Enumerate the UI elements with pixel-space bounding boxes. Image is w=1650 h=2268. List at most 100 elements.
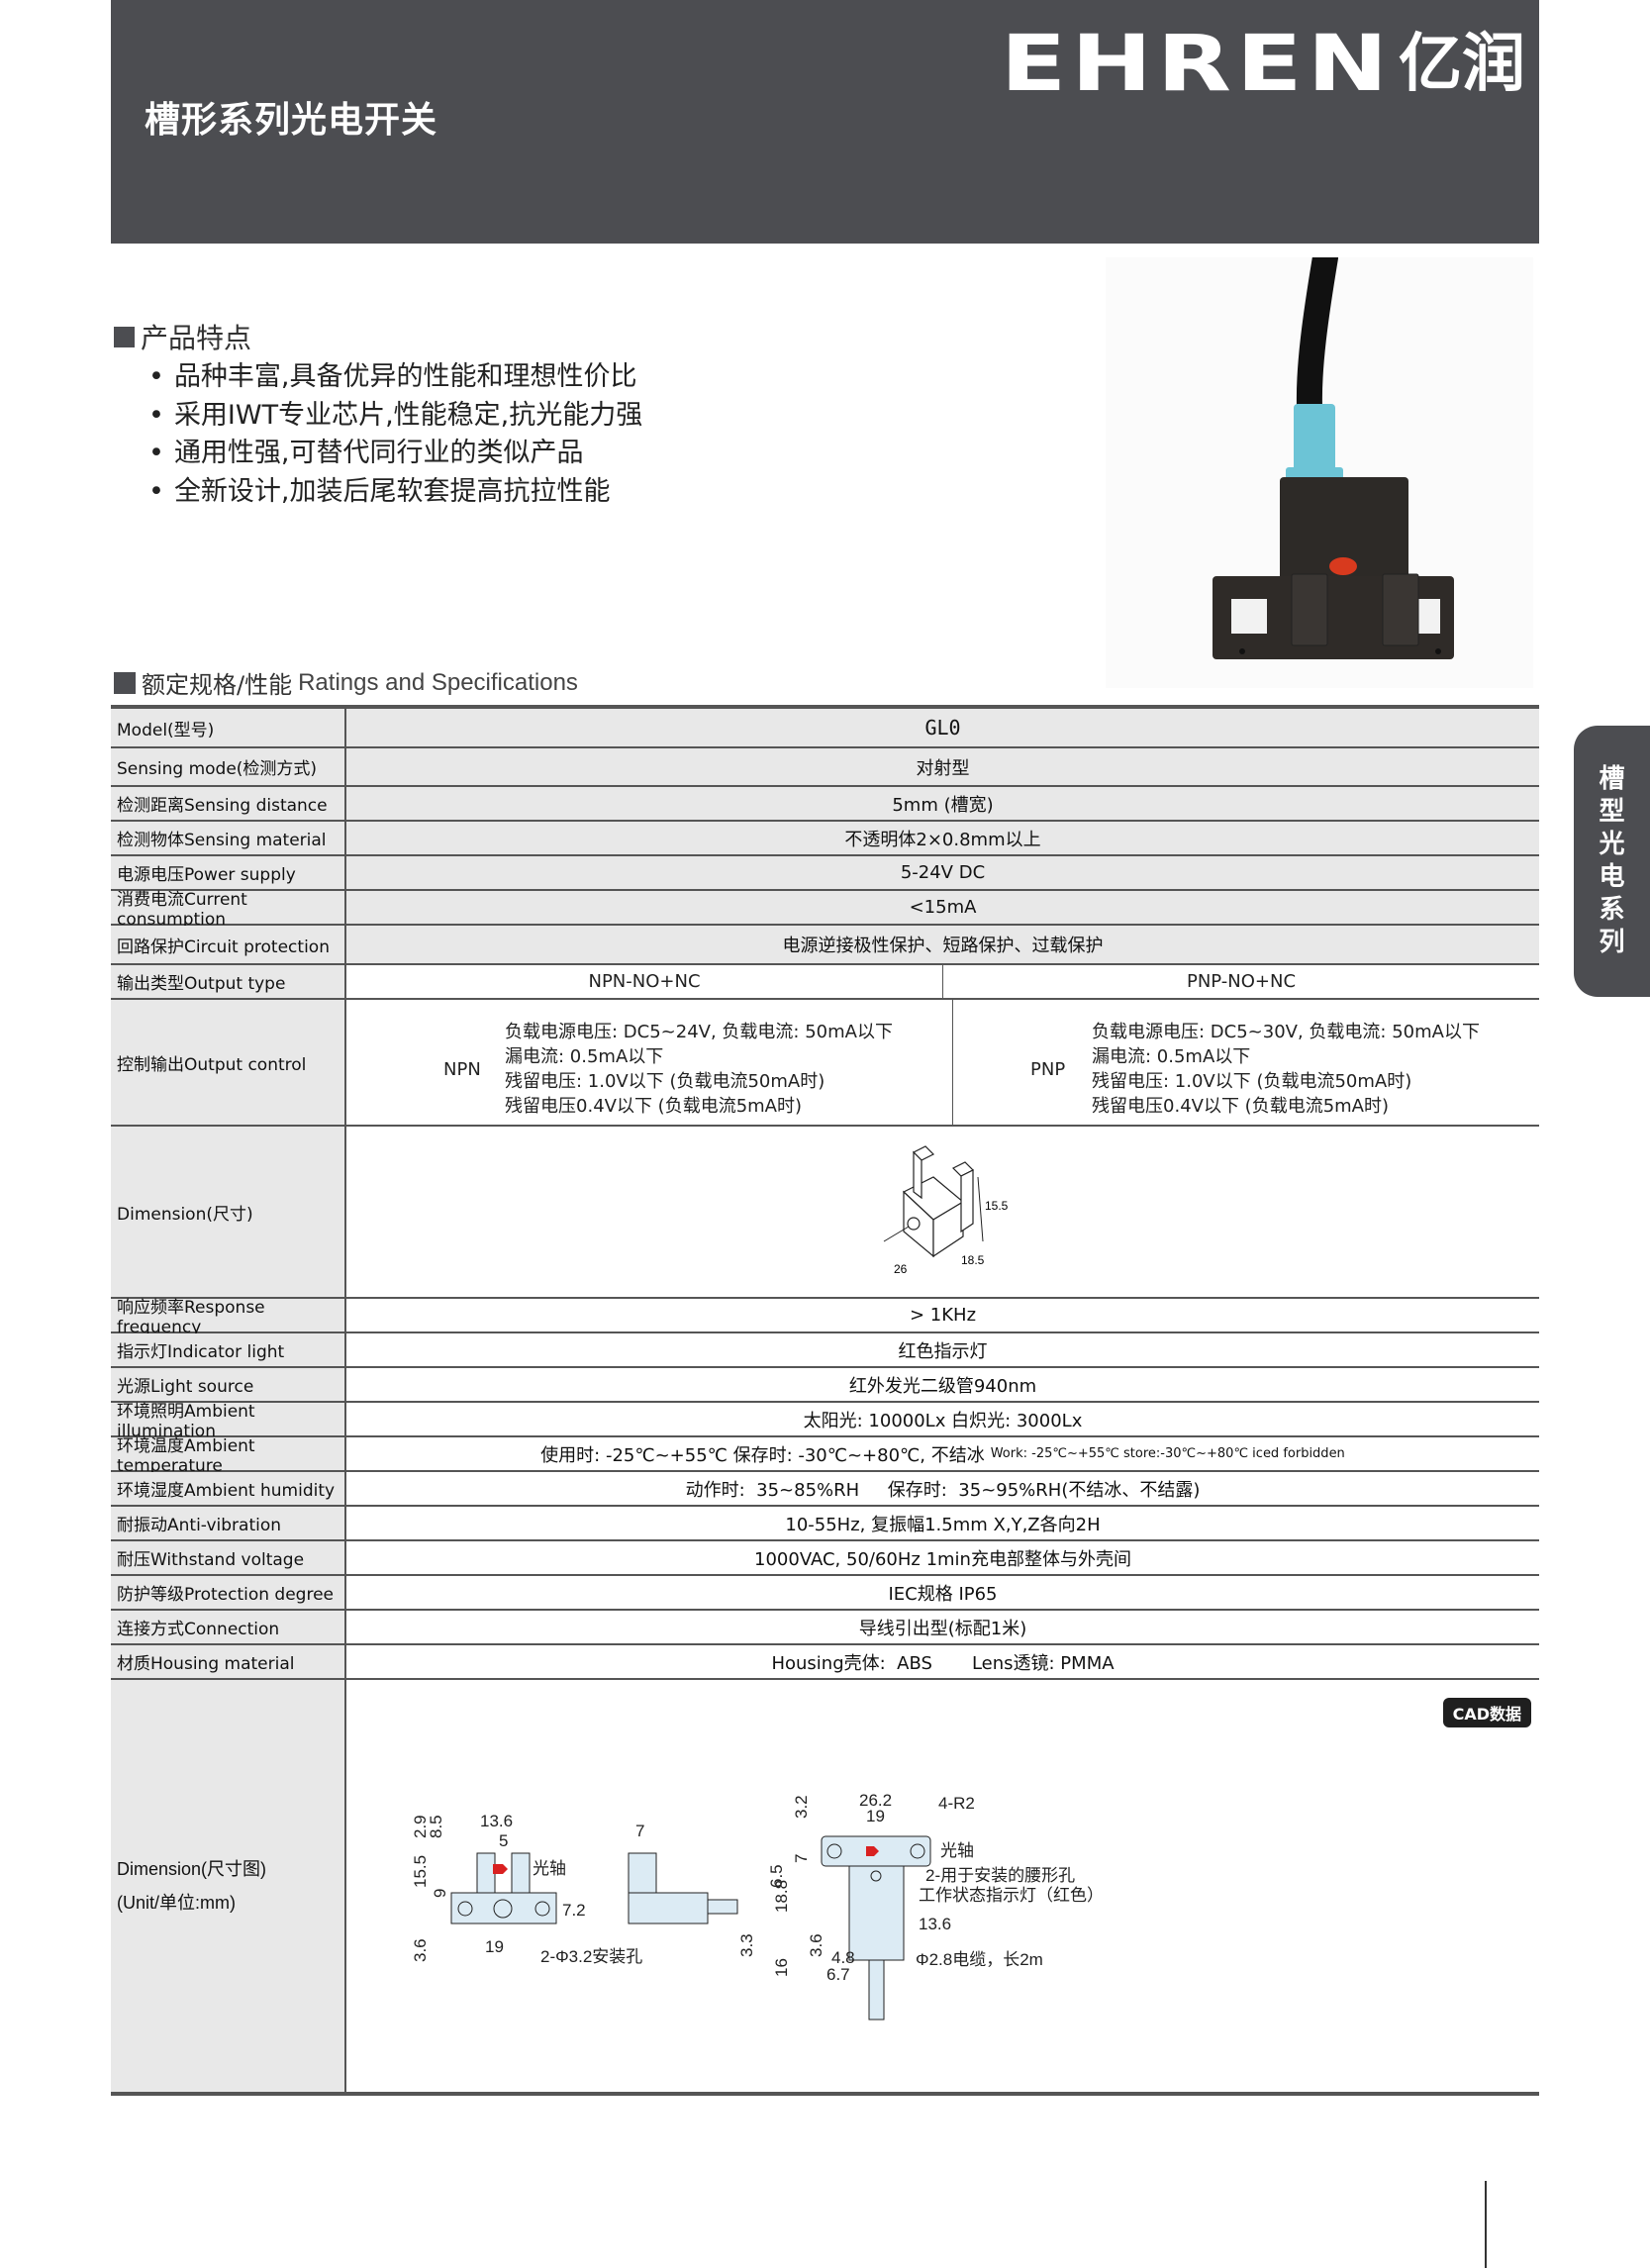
table-row: 环境照明Ambient illumination 太阳光: 10000Lx 白炽… [111, 1402, 1539, 1441]
temp-value-en: Work: -25℃~+55℃ store:-30℃~+80℃ iced for… [990, 1446, 1345, 1461]
svg-text:19: 19 [485, 1937, 504, 1956]
svg-text:2-Φ3.2安装孔: 2-Φ3.2安装孔 [540, 1947, 642, 1966]
temp-value-cn: 使用时: -25℃~+55℃ 保存时: -30℃~+80℃, 不结冰 [540, 1444, 985, 1466]
table-row-drawing: Dimension(尺寸图) (Unit/单位:mm) CAD数据 13.6 5 [111, 1680, 1539, 2096]
specs-heading-en: Ratings and Specifications [298, 668, 578, 696]
features-heading: 产品特点 [114, 317, 251, 356]
table-row: 防护等级Protection degree IEC规格 IP65 [111, 1576, 1539, 1611]
row-value: IEC规格 IP65 [888, 1583, 998, 1605]
side-tab-char: 系 [1599, 895, 1625, 925]
row-value: 动作时: 35~85%RH 保存时: 35~95%RH(不结冰、不结露) [685, 1479, 1201, 1501]
isometric-drawing: 15.5 26 18.5 [346, 1127, 1539, 1297]
specs-heading: 额定规格/性能 Ratings and Specifications [114, 665, 578, 700]
svg-text:16: 16 [772, 1958, 791, 1977]
page-header: 槽形系列光电开关 EHREN 亿润 [111, 0, 1539, 244]
svg-text:2-用于安装的腰形孔: 2-用于安装的腰形孔 [925, 1866, 1075, 1885]
page-title: 槽形系列光电开关 [145, 100, 438, 141]
page-divider [1485, 2181, 1487, 2268]
row-label: Dimension(尺寸) [111, 1127, 346, 1297]
table-row: 回路保护Circuit protection 电源逆接极性保护、短路保护、过载保… [111, 926, 1539, 965]
svg-text:18.5: 18.5 [961, 1253, 985, 1267]
side-tab-char: 槽 [1599, 764, 1625, 794]
row-label: 环境湿度Ambient humidity [111, 1472, 346, 1505]
cad-data-button[interactable]: CAD数据 [1442, 1698, 1531, 1727]
row-value: 电源逆接极性保护、短路保护、过载保护 [346, 926, 1539, 963]
svg-text:3.2: 3.2 [792, 1795, 811, 1819]
row-value: <15mA [346, 891, 1539, 924]
table-row: 连接方式Connection 导线引出型(标配1米) [111, 1611, 1539, 1645]
row-value: 红外发光二级管940nm [848, 1375, 1037, 1397]
row-value: 5-24V DC [346, 856, 1539, 889]
row-label: 消费电流Current consumption [111, 890, 346, 930]
feature-item: 全新设计,加装后尾软套提高抗拉性能 [148, 473, 642, 512]
svg-text:15.5: 15.5 [985, 1199, 1009, 1213]
svg-text:7: 7 [635, 1822, 644, 1840]
row-label: Model(型号) [111, 709, 346, 746]
svg-text:15.5: 15.5 [411, 1855, 430, 1888]
row-label: 连接方式Connection [111, 1611, 346, 1643]
features-list: 品种丰富,具备优异的性能和理想性价比 采用IWT专业芯片,性能稳定,抗光能力强 … [148, 358, 642, 511]
svg-text:6.7: 6.7 [826, 1965, 850, 1984]
pnp-line: 残留电压0.4V以下 (负载电流5mA时) [1092, 1096, 1390, 1117]
svg-text:3.3: 3.3 [737, 1933, 756, 1957]
table-row: 耐压Withstand voltage 1000VAC, 50/60Hz 1mi… [111, 1541, 1539, 1576]
side-tab-char: 型 [1599, 797, 1625, 827]
product-photo [1106, 245, 1533, 688]
table-row-dimension: Dimension(尺寸) 15.5 26 18.5 [111, 1127, 1539, 1299]
feature-item: 采用IWT专业芯片,性能稳定,抗光能力强 [148, 397, 642, 436]
row-value: > 1KHz [909, 1305, 977, 1326]
row-value: 导线引出型(标配1米) [858, 1618, 1027, 1639]
svg-text:8.5: 8.5 [427, 1815, 445, 1838]
npn-line: 负载电源电压: DC5~24V, 负载电流: 50mA以下 [505, 1022, 893, 1042]
square-bullet-icon [114, 671, 136, 694]
row-label: 防护等级Protection degree [111, 1576, 346, 1609]
specs-table: Model(型号) GL0 Sensing mode(检测方式) 对射型 检测距… [111, 705, 1539, 2096]
svg-text:6.5: 6.5 [767, 1864, 786, 1888]
row-value: 10-55Hz, 复振幅1.5mm X,Y,Z各向2H [785, 1514, 1101, 1535]
pnp-tag: PNP [1030, 1058, 1066, 1080]
row-value: 使用时: -25℃~+55℃ 保存时: -30℃~+80℃, 不结冰 Work:… [346, 1437, 1539, 1470]
row-label: 环境照明Ambient illumination [111, 1402, 346, 1441]
row-label: 光源Light source [111, 1368, 346, 1401]
row-value: 对射型 [346, 748, 1539, 785]
row-value: Housing壳体: ABS Lens透镜: PMMA [771, 1652, 1115, 1674]
svg-text:26: 26 [894, 1262, 908, 1276]
technical-drawings: 13.6 5 光轴 7.2 19 2-Φ3.2安装孔 15.5 9 2.9 8.… [411, 1791, 1104, 2021]
row-label: 检测物体Sensing material [111, 822, 346, 854]
svg-text:光轴: 光轴 [533, 1859, 566, 1878]
svg-text:13.6: 13.6 [480, 1812, 513, 1830]
npn-line: 漏电流: 0.5mA以下 [505, 1046, 664, 1067]
pnp-line: 漏电流: 0.5mA以下 [1092, 1046, 1251, 1067]
table-row-output-type: 输出类型Output type NPN-NO+NC PNP-NO+NC [111, 965, 1539, 1000]
drawing-label-line: Dimension(尺寸图) [117, 1859, 267, 1879]
svg-text:4.8: 4.8 [831, 1948, 855, 1967]
drawing-label: Dimension(尺寸图) (Unit/单位:mm) [111, 1680, 346, 2092]
table-row: 检测距离Sensing distance 5mm (槽宽) [111, 787, 1539, 822]
svg-text:4-R2: 4-R2 [938, 1794, 975, 1813]
svg-text:3.6: 3.6 [807, 1933, 825, 1957]
svg-text:18.8: 18.8 [772, 1880, 791, 1913]
row-label: 指示灯Indicator light [111, 1333, 346, 1366]
svg-text:3.6: 3.6 [411, 1938, 430, 1962]
svg-text:7: 7 [792, 1854, 811, 1863]
pnp-output-type: PNP-NO+NC [1186, 971, 1297, 992]
table-row: 响应频率Response frequency > 1KHz [111, 1298, 1539, 1337]
table-row: 消费电流Current consumption <15mA [111, 890, 1539, 930]
specs-heading-cn: 额定规格/性能 [142, 671, 293, 699]
table-row: Sensing mode(检测方式) 对射型 [111, 748, 1539, 787]
dimension-drawings: CAD数据 13.6 5 光轴 7.2 19 2-Φ3. [346, 1680, 1539, 2092]
side-category-tab[interactable]: 槽 型 光 电 系 列 [1574, 726, 1650, 997]
svg-text:工作状态指示灯（红色）: 工作状态指示灯（红色） [919, 1886, 1104, 1905]
row-label: 控制输出Output control [111, 1000, 346, 1125]
side-tab-char: 列 [1599, 928, 1625, 957]
table-row: 材质Housing material Housing壳体: ABS Lens透镜… [111, 1645, 1539, 1680]
svg-text:9: 9 [431, 1889, 449, 1898]
npn-line: 残留电压0.4V以下 (负载电流5mA时) [505, 1096, 803, 1117]
svg-text:5: 5 [499, 1831, 508, 1850]
npn-output-control: NPN 负载电源电压: DC5~24V, 负载电流: 50mA以下 漏电流: 0… [346, 1000, 953, 1125]
pnp-line: 负载电源电压: DC5~30V, 负载电流: 50mA以下 [1092, 1022, 1480, 1042]
model-value: GL0 [346, 709, 1539, 746]
table-row: 电源电压Power supply 5-24V DC [111, 856, 1539, 891]
brand-logo: EHREN 亿润 [1001, 26, 1525, 103]
row-value: 5mm (槽宽) [346, 787, 1539, 820]
